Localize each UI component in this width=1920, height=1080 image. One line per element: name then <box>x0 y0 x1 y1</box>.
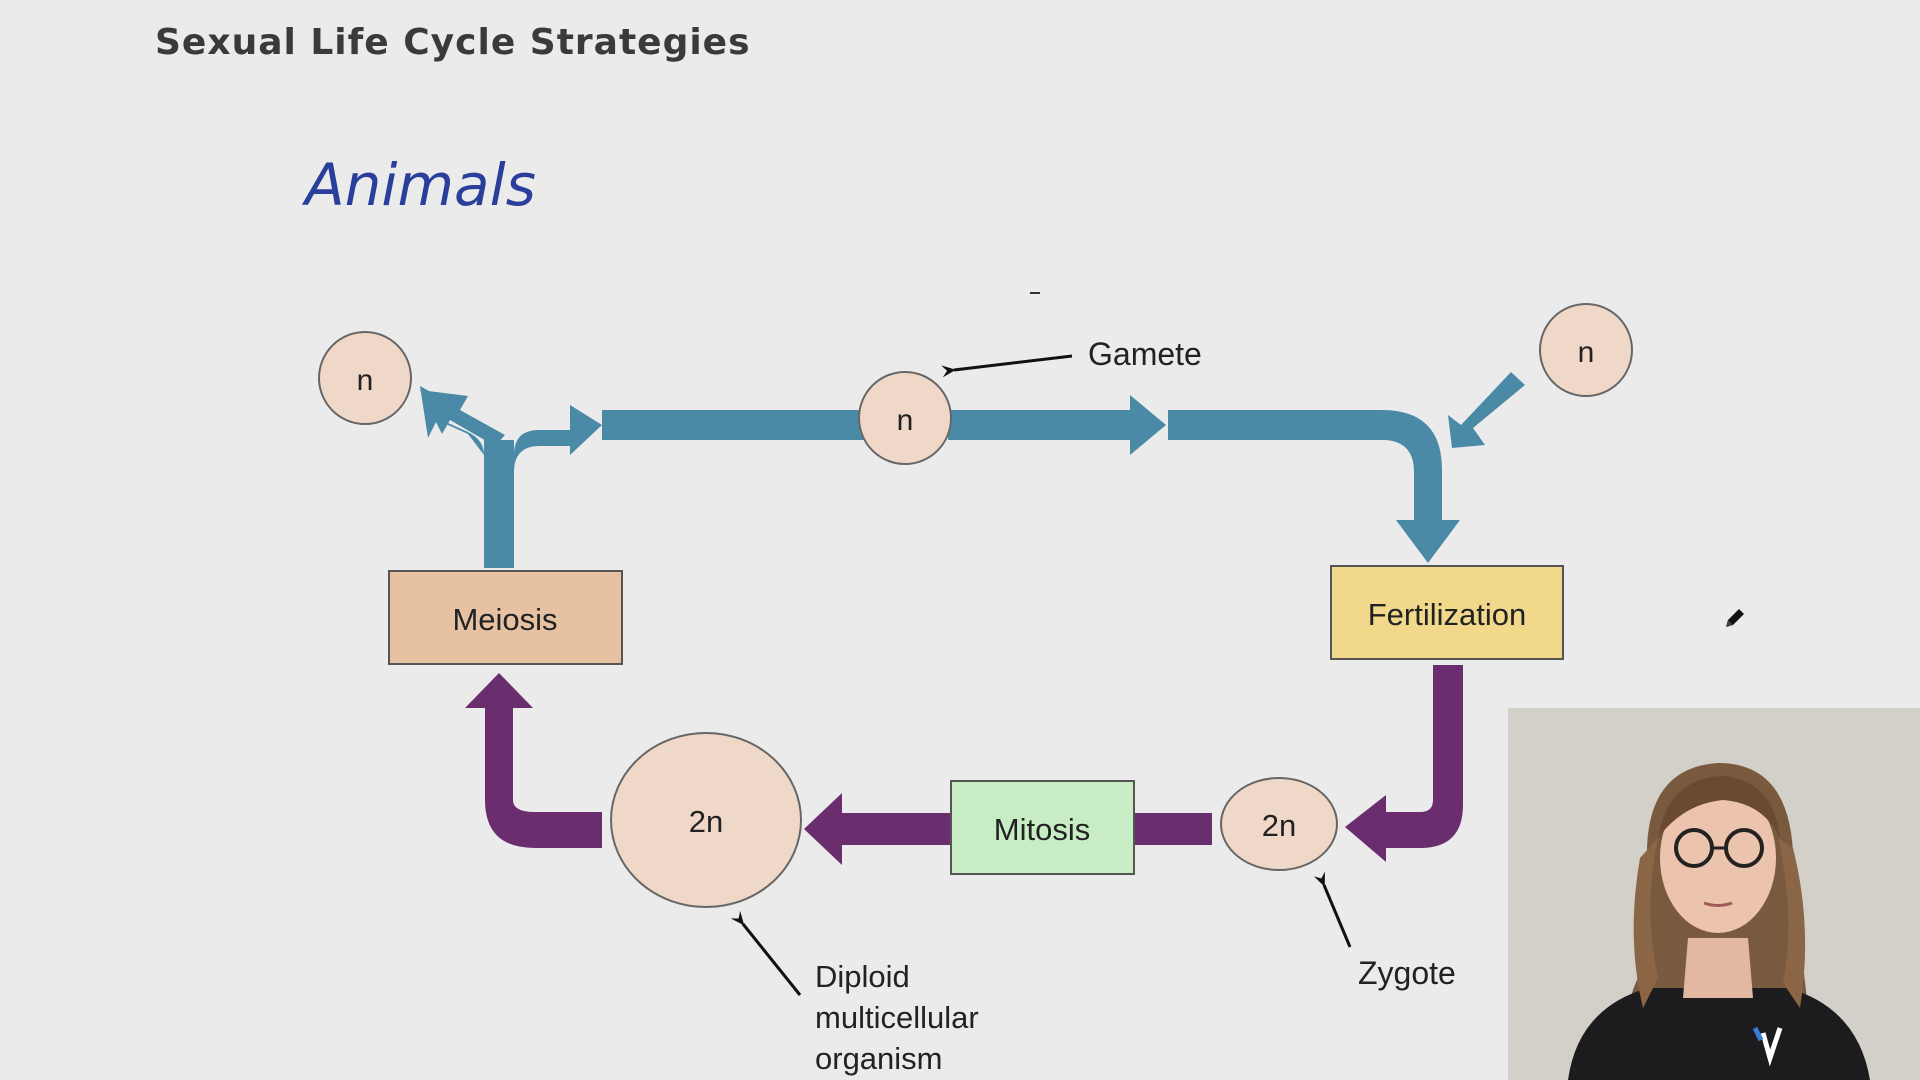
diploid-label-line2: multicellular <box>815 1000 979 1035</box>
haploid-circle-left <box>318 331 412 425</box>
presenter-webcam <box>1508 708 1920 1080</box>
adult-organism-circle <box>610 732 802 908</box>
top-bar-mid <box>948 410 1130 440</box>
gamete-circle-label: n <box>897 404 914 437</box>
zygote-label: Zygote <box>1358 955 1456 991</box>
adult-organism-circle-label: 2n <box>689 804 723 839</box>
gamete-label: Gamete <box>1088 336 1202 372</box>
haploid-arrows <box>420 372 1525 568</box>
mitosis-to-adult-bar <box>840 813 952 845</box>
diploid-arrows <box>465 665 1463 865</box>
diploid-label-line3: organism <box>815 1041 943 1076</box>
meiosis-box <box>388 570 623 665</box>
diploid-organism-pointer <box>730 910 802 996</box>
fertilization-box <box>1330 565 1564 660</box>
handwritten-annotation: Animals <box>301 151 536 219</box>
zygote-to-mitosis-bar <box>1134 813 1212 845</box>
mitosis-label: Mitosis <box>994 812 1090 847</box>
haploid-circle-right <box>1539 303 1633 397</box>
top-bar-left <box>602 410 864 440</box>
haploid-circle-right-label: n <box>1578 336 1595 369</box>
presenter-video-icon <box>1508 708 1920 1080</box>
meiosis-stem <box>484 440 514 568</box>
top-bar-arrowhead <box>1130 395 1166 455</box>
fertilization-label: Fertilization <box>1368 597 1527 632</box>
zygote-circle <box>1220 777 1338 871</box>
right-curve-arrow <box>1168 410 1460 563</box>
gamete-pointer <box>941 354 1073 378</box>
pen-cursor-icon <box>1726 609 1744 627</box>
zygote-pointer <box>1313 871 1352 948</box>
incoming-gamete-arrow <box>1448 372 1525 448</box>
fertilization-down-arrow <box>1345 665 1463 862</box>
slide-title: Sexual Life Cycle Strategies <box>155 22 751 63</box>
zygote-circle-label: 2n <box>1262 808 1296 843</box>
haploid-circle-left-label: n <box>357 364 374 397</box>
left-branch-arrow <box>420 390 505 446</box>
meiosis-up-arrow <box>484 405 602 568</box>
adult-to-meiosis-arrow <box>465 673 602 848</box>
meiosis-label: Meiosis <box>452 602 557 637</box>
diploid-label-line1: Diploid <box>815 959 910 994</box>
mitosis-box <box>950 780 1135 875</box>
mitosis-to-adult-head <box>804 793 842 865</box>
gamete-circle <box>858 371 952 465</box>
